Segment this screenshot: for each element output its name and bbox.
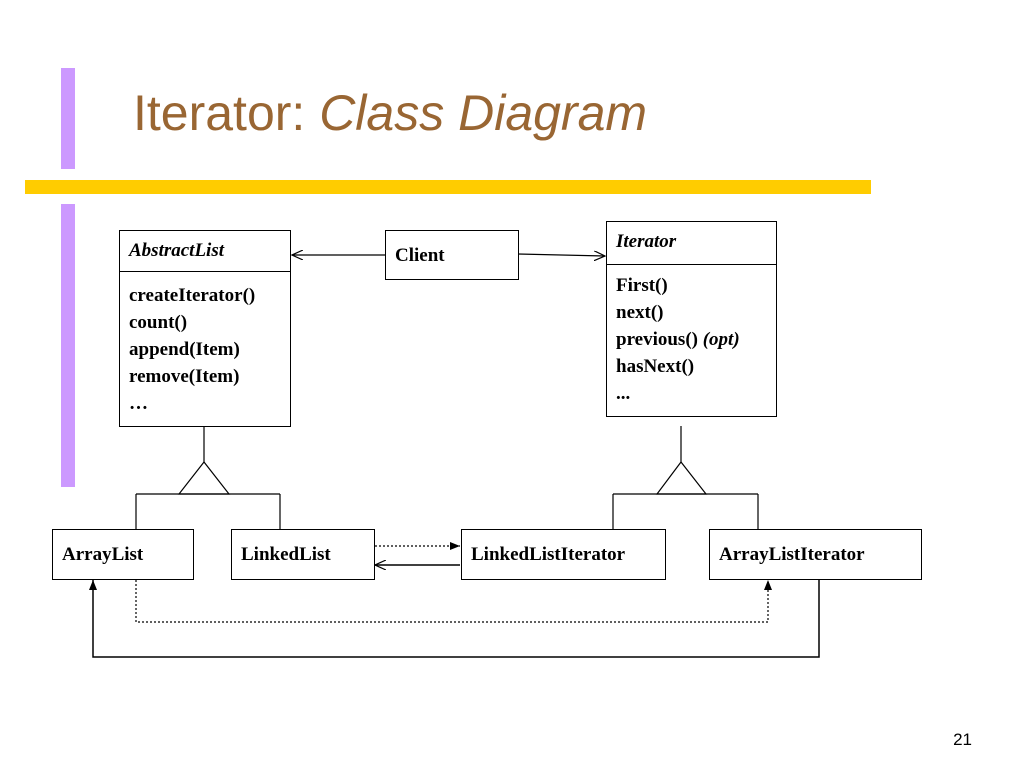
linkedlistiterator-name: LinkedListIterator xyxy=(471,544,626,565)
iterator-operations: First() next() previous() (opt) hasNext(… xyxy=(616,272,740,407)
iterator-operation-previous: previous() (opt) xyxy=(616,326,740,353)
arraylist-name: ArrayList xyxy=(62,544,144,565)
arraylistiterator-class: ArrayListIterator xyxy=(709,529,922,580)
iterator-operation: First() xyxy=(616,275,668,296)
title-rule xyxy=(25,180,871,194)
iterator-operation: hasNext() xyxy=(616,356,695,377)
abstractlist-operation: count() xyxy=(129,312,188,333)
arraylistiterator-to-arraylist-arrow xyxy=(89,580,820,658)
iterator-class: Iterator First() next() previous() (opt)… xyxy=(606,221,777,417)
accent-bar-top xyxy=(61,68,75,169)
inheritance-triangle-right xyxy=(655,461,708,495)
abstractlist-divider xyxy=(120,271,290,272)
arraylist-creates-iterator-arrow xyxy=(135,580,772,623)
abstractlist-inheritance xyxy=(135,426,281,529)
iterator-operation: ... xyxy=(616,383,631,404)
title-italic: Class Diagram xyxy=(319,85,648,141)
linkedlist-name: LinkedList xyxy=(241,544,331,565)
abstractlist-operation: … xyxy=(129,393,148,414)
abstractlist-operations: createIterator() count() append(Item) re… xyxy=(129,282,255,417)
title-plain: Iterator: xyxy=(133,85,320,141)
client-to-iterator-arrow xyxy=(517,254,605,256)
previous-label: previous() xyxy=(616,329,698,350)
optional-note: (opt) xyxy=(702,329,740,350)
abstractlist-name: AbstractList xyxy=(129,240,225,261)
iterator-operation: next() xyxy=(616,302,664,323)
inheritance-triangle-left xyxy=(177,461,231,495)
linkedlistiterator-class: LinkedListIterator xyxy=(461,529,666,580)
iterator-divider xyxy=(607,264,776,265)
page-number: 21 xyxy=(953,730,972,749)
abstractlist-operation: createIterator() xyxy=(129,285,256,306)
abstractlist-class: AbstractList createIterator() count() ap… xyxy=(119,230,291,427)
client-class: Client xyxy=(385,230,519,280)
slide-title: Iterator: Class Diagram xyxy=(133,88,647,138)
linkedlist-class: LinkedList xyxy=(231,529,375,580)
client-name: Client xyxy=(395,245,445,266)
iterator-inheritance xyxy=(612,426,759,529)
abstractlist-operation: append(Item) xyxy=(129,339,240,360)
iterator-name: Iterator xyxy=(616,231,677,252)
arraylist-class: ArrayList xyxy=(52,529,194,580)
accent-bar-bottom xyxy=(61,204,75,487)
arraylistiterator-name: ArrayListIterator xyxy=(719,544,865,565)
abstractlist-operation: remove(Item) xyxy=(129,366,240,387)
